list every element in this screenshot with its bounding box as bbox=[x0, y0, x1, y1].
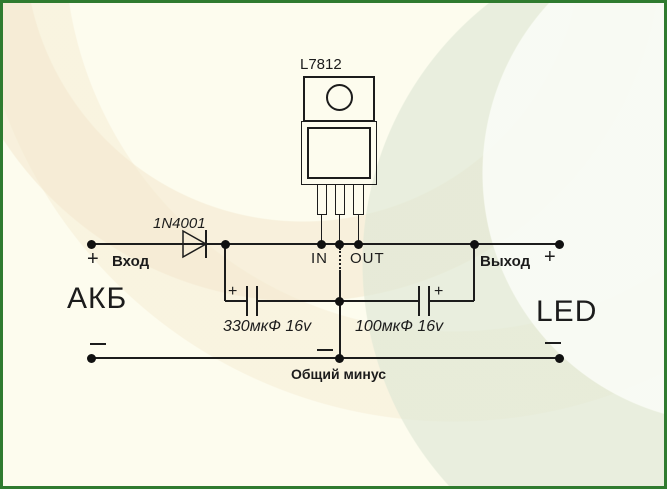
junction-ground bbox=[335, 354, 344, 363]
input-device-label: АКБ bbox=[67, 282, 128, 315]
wire-gnd-drop bbox=[339, 271, 341, 358]
junction-cap-mid bbox=[335, 297, 344, 306]
terminal-input-minus bbox=[87, 354, 96, 363]
terminal-output-minus bbox=[555, 354, 564, 363]
junction-pin-out bbox=[354, 240, 363, 249]
wire-cap2-left bbox=[340, 300, 418, 302]
cap1-plate-left bbox=[246, 286, 248, 316]
terminal-input-plus bbox=[87, 240, 96, 249]
wire-cap2-right bbox=[430, 300, 474, 302]
junction-after-diode bbox=[221, 240, 230, 249]
diode-label: 1N4001 bbox=[153, 215, 206, 232]
ground-minus-sign bbox=[317, 349, 333, 351]
regulator-label: L7812 bbox=[300, 56, 342, 73]
cap1-value-label: 330мкФ 16v bbox=[223, 318, 312, 335]
wire-cap1-left bbox=[225, 300, 246, 302]
wire-ground bbox=[91, 357, 559, 359]
cap2-plus-sign: + bbox=[434, 283, 444, 300]
regulator-leg-gnd bbox=[335, 184, 345, 215]
output-minus-sign bbox=[545, 342, 561, 344]
wire-input-cap-drop bbox=[224, 244, 226, 301]
wire-leg-in bbox=[321, 214, 322, 244]
diode-symbol bbox=[182, 229, 208, 259]
regulator-body-inner bbox=[307, 127, 371, 179]
junction-pin-in bbox=[317, 240, 326, 249]
cap2-plate-right bbox=[428, 286, 430, 316]
wire-leg-gnd bbox=[339, 214, 340, 244]
input-minus-sign bbox=[90, 343, 106, 345]
regulator-pin-out-label: OUT bbox=[350, 250, 385, 267]
output-terminal-label: Выход bbox=[480, 253, 531, 270]
wire-output-cap-drop bbox=[473, 244, 475, 301]
regulator-pin-in-label: IN bbox=[311, 250, 328, 267]
output-device-label: LED bbox=[536, 295, 598, 328]
input-plus-sign: + bbox=[87, 248, 99, 270]
junction-output bbox=[470, 240, 479, 249]
output-plus-sign: + bbox=[544, 246, 556, 268]
cap1-plate-right bbox=[256, 286, 258, 316]
input-terminal-label: Вход bbox=[112, 253, 150, 270]
wire-leg-out bbox=[358, 214, 359, 244]
wire-gnd-drop-dashed bbox=[339, 248, 341, 272]
regulator-mounting-hole bbox=[326, 84, 353, 111]
junction-pin-gnd bbox=[335, 240, 344, 249]
cap1-plus-sign: + bbox=[228, 283, 238, 300]
regulator-leg-out bbox=[353, 184, 364, 215]
cap2-value-label: 100мкФ 16v bbox=[355, 318, 444, 335]
cap2-plate-left bbox=[418, 286, 420, 316]
ground-label: Общий минус bbox=[291, 366, 387, 382]
regulator-leg-in bbox=[317, 184, 327, 215]
terminal-output-plus bbox=[555, 240, 564, 249]
wire-cap1-right bbox=[258, 300, 340, 302]
